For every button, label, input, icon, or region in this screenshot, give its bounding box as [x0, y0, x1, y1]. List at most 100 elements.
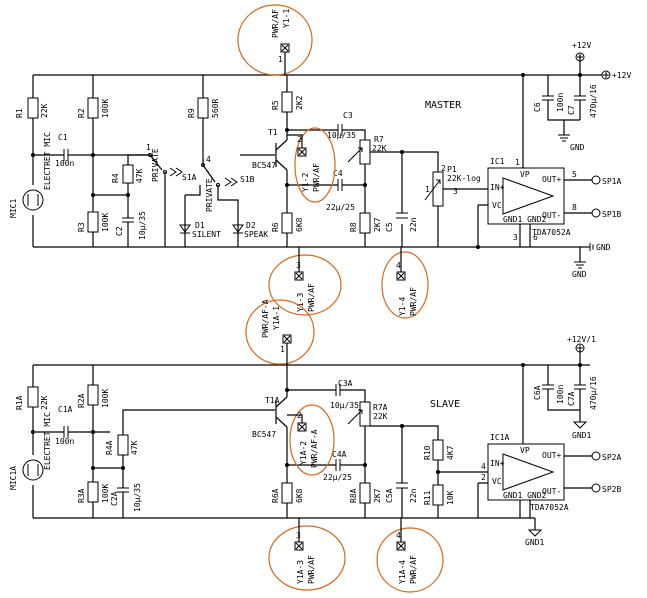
svg-text:C5A: C5A [385, 488, 394, 503]
svg-text:PWR/AF-A: PWR/AF-A [261, 299, 270, 338]
master-c1-value: 100n [55, 159, 74, 168]
master-r9-name: R9 [187, 108, 196, 118]
svg-text:GND: GND [570, 143, 585, 152]
svg-text:470µ/16: 470µ/16 [589, 376, 598, 410]
svg-text:100K: 100K [101, 484, 110, 503]
master-c6-name: C6 [533, 102, 542, 112]
svg-text:2: 2 [297, 411, 302, 420]
master-r3-name: R3 [77, 222, 86, 232]
slave-supply-label: +12V/1 [567, 335, 596, 344]
slave-connector-y1a-3: 3 Y1A-3 PWR/AF [268, 518, 346, 591]
svg-text:TDA7052A: TDA7052A [530, 503, 569, 512]
svg-text:BC547: BC547 [252, 430, 276, 439]
master-r2 [87, 97, 99, 119]
master-c3-name: C3 [343, 111, 353, 120]
master-switch-s1a: 1 PRIVATE S1A [146, 143, 197, 247]
master-p1-name: P1 [447, 165, 457, 174]
master-r3-value: 100K [101, 213, 110, 232]
master-t1-name: T1 [268, 128, 278, 137]
master-d2-desc: SPEAK [244, 230, 268, 239]
svg-text:10K: 10K [446, 490, 455, 505]
master-connector-y1-4: 4 Y1-4 PWR/AF [381, 247, 429, 319]
svg-text:4: 4 [481, 462, 486, 471]
master-transistor-t1: T1 BC547 [93, 128, 288, 171]
master-r8-value: 2K7 [373, 217, 382, 232]
slave-sp-b: SP2B [602, 485, 621, 494]
master-s1a-name: S1A [182, 173, 197, 182]
svg-text:PWR/AF-A: PWR/AF-A [310, 429, 319, 468]
slave-connector-y1a-2: 2 Y1A-2 PWR/AF-A [287, 404, 335, 476]
svg-text:PWR/AF: PWR/AF [307, 555, 316, 584]
master-r1-name: R1 [15, 108, 24, 118]
svg-text:C7A: C7A [567, 391, 576, 406]
master-c2-value: 10µ/35 [138, 211, 147, 240]
master-connector-y1-1: 1 PWR/AF Y1-1 [237, 4, 313, 76]
master-mic-name: MIC1 [9, 199, 18, 218]
svg-text:6K8: 6K8 [295, 488, 304, 503]
svg-text:22µ/25: 22µ/25 [323, 473, 352, 482]
master-s1a-desc: PRIVATE [151, 148, 160, 182]
svg-text:R8A: R8A [349, 488, 358, 503]
svg-text:1: 1 [425, 185, 430, 194]
master-d1-desc: SILENT [192, 230, 221, 239]
master-r7-value: 22K [372, 144, 387, 153]
svg-text:Y1-2: Y1-2 [301, 173, 310, 192]
svg-text:2: 2 [441, 164, 446, 173]
master-r2-name: R2 [77, 108, 86, 118]
master-c3-value: 10µ/35 [327, 131, 356, 140]
master-supply-label-2: +12V [612, 71, 631, 80]
master-gnd-label: GND [596, 243, 611, 252]
master-p1-value: 22K-log [447, 174, 481, 183]
svg-text:R3A: R3A [77, 488, 86, 503]
svg-text:VP: VP [520, 170, 530, 179]
svg-text:6: 6 [533, 233, 538, 242]
master-ic-part: TDA7052A [532, 228, 571, 237]
svg-text:4: 4 [396, 531, 401, 540]
master-connector-y1-3: 3 Y1-3 PWR/AF [268, 247, 342, 316]
master-r6-value: 6K8 [295, 217, 304, 232]
master-c7-name: C7 [567, 105, 576, 115]
slave-r3a [87, 481, 99, 503]
svg-text:Y1A-4: Y1A-4 [398, 560, 407, 584]
svg-text:IC1A: IC1A [490, 433, 509, 442]
master-mic: MIC1 ELECTRET MIC [9, 75, 52, 247]
master-r1-value: 22K [40, 103, 49, 118]
svg-text:22K: 22K [373, 412, 388, 421]
master-c2-name: C2 [115, 226, 124, 236]
svg-text:2: 2 [481, 473, 486, 482]
svg-text:100n: 100n [556, 385, 565, 404]
master-p1 [432, 171, 444, 207]
svg-text:2: 2 [297, 135, 302, 144]
svg-text:4K7: 4K7 [446, 445, 455, 460]
slave-r8a [359, 482, 371, 504]
slave-r6a [281, 482, 293, 504]
master-c5-name: C5 [385, 222, 394, 232]
svg-text:OUT+: OUT+ [542, 175, 561, 184]
master-r3 [87, 211, 99, 233]
master-d1-name: D1 [195, 221, 205, 230]
slave-r2a [87, 384, 99, 406]
svg-text:R7A: R7A [373, 403, 388, 412]
slave-title: SLAVE [430, 399, 460, 410]
svg-text:PWR/AF: PWR/AF [307, 283, 316, 312]
svg-text:Y1A-3: Y1A-3 [296, 560, 305, 584]
svg-text:VC: VC [492, 201, 502, 210]
slave-sp-a: SP2A [602, 453, 621, 462]
svg-text:C2A: C2A [110, 491, 119, 506]
slave-circuit: +12V/1 GND1 MIC1A ELECTRET MIC R1A 22K C… [9, 299, 621, 593]
svg-text:47K: 47K [130, 440, 139, 455]
svg-text:22K: 22K [40, 395, 49, 410]
svg-text:3: 3 [513, 233, 518, 242]
svg-text:5: 5 [572, 170, 577, 179]
svg-text:1: 1 [278, 55, 283, 64]
master-c7-value: 470µ/16 [589, 84, 598, 118]
master-gnd-label-2: GND [572, 270, 587, 279]
svg-text:C4A: C4A [332, 450, 347, 459]
slave-gnd-label: GND1 [525, 538, 544, 547]
svg-text:Y1-1: Y1-1 [282, 9, 291, 28]
master-supply-symbol: +12V +12V [572, 41, 631, 80]
svg-text:GND1 GND2: GND1 GND2 [503, 491, 547, 500]
master-r4-name: R4 [111, 173, 120, 183]
master-ic-name: IC1 [490, 157, 505, 166]
master-r4-value: 47K [135, 168, 144, 183]
